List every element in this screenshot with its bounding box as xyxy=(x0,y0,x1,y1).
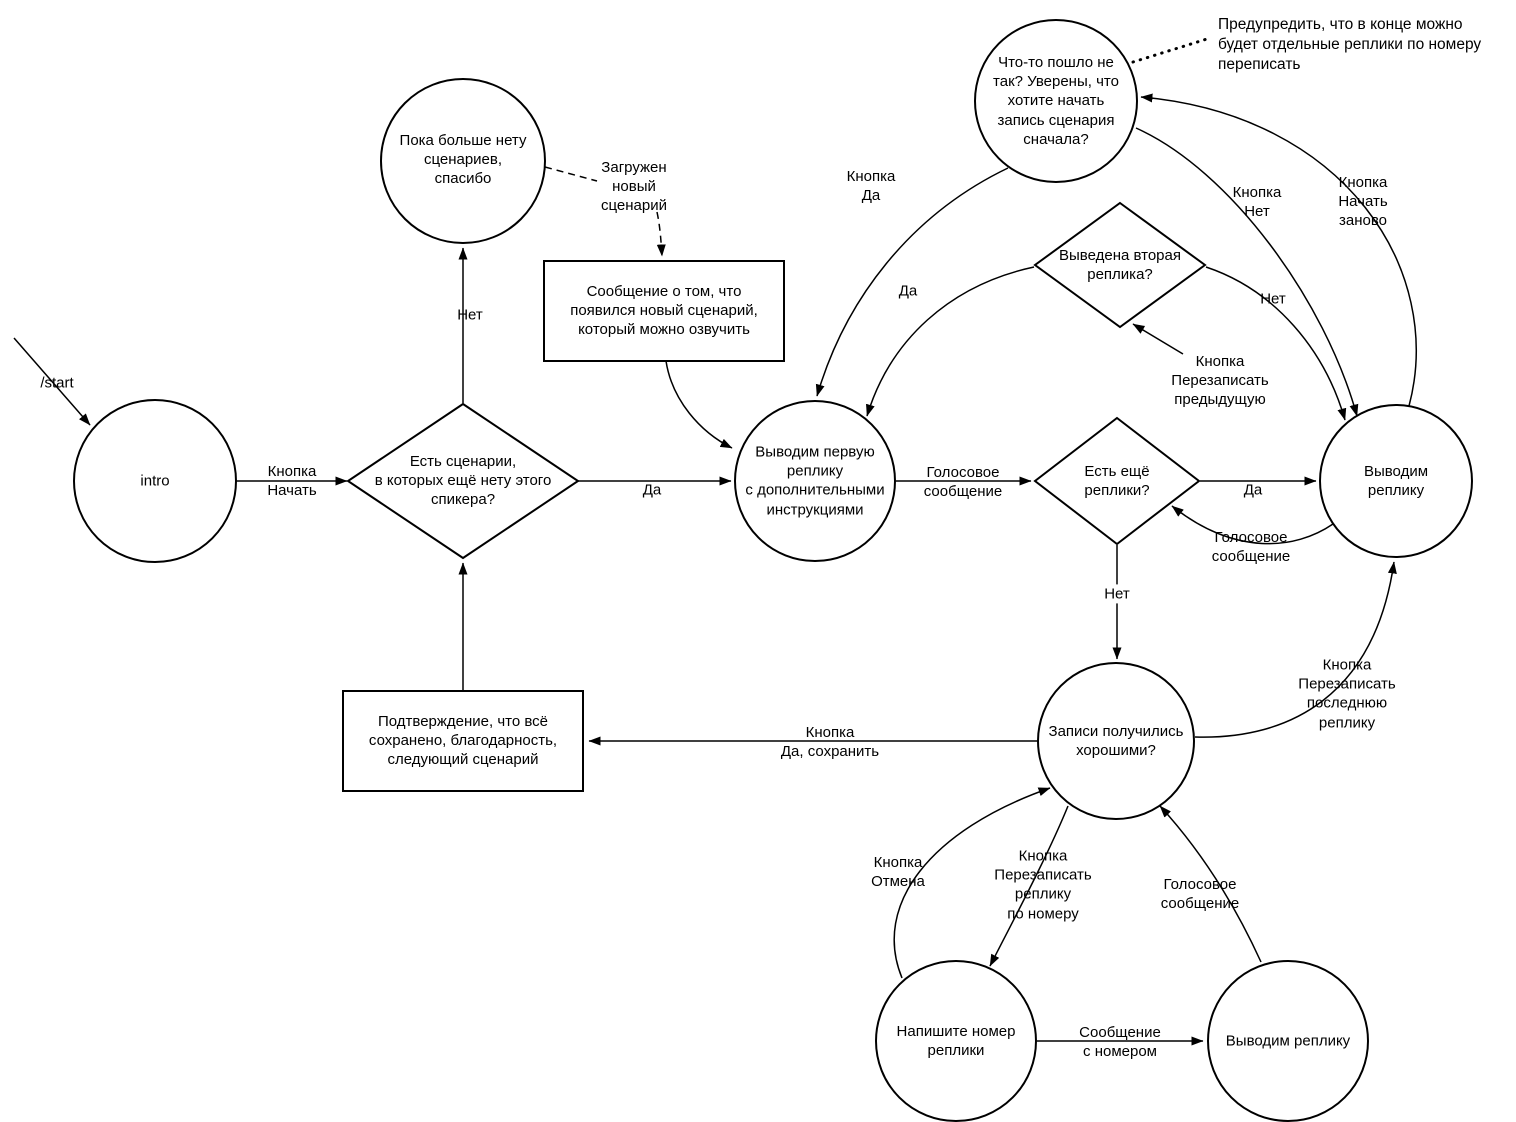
edge-label-no-second: Нет xyxy=(1260,290,1286,308)
node-write-number-shape xyxy=(875,960,1037,1122)
edge-label-button-start: Кнопка Начать xyxy=(267,462,317,499)
node-new-scenario-message-shape xyxy=(543,260,785,362)
edge-start xyxy=(13,337,91,426)
edge-warn-dotted xyxy=(1131,37,1209,64)
node-has-scenarios-label: Есть сценарии, в которых ещё нету этого … xyxy=(374,453,552,509)
node-write-number-label: Напишите номер реплики xyxy=(896,1022,1016,1059)
edge-rerecord-last xyxy=(1194,561,1397,738)
node-no-more-scenarios-shape xyxy=(380,78,546,244)
edge-label-button-no: Кнопка Нет xyxy=(1232,183,1282,220)
node-confirmation-label: Подтверждение, что всё сохранено, благод… xyxy=(368,713,558,769)
node-something-wrong-shape xyxy=(974,19,1138,183)
edge-output-line-voice-return xyxy=(1171,505,1334,545)
node-confirmation-shape xyxy=(342,690,584,792)
edge-label-no-more: Нет xyxy=(1101,584,1133,604)
edge-label-voice-message-2: Голосовое сообщение xyxy=(1211,528,1291,565)
edge-label-button-save: Кнопка Да, сохранить xyxy=(780,723,880,760)
edge-label-voice-message-1: Голосовое сообщение xyxy=(923,463,1003,500)
edge-voice-bottom xyxy=(1159,805,1262,963)
node-second-line-shown-shape xyxy=(1033,201,1207,329)
edge-label-warn-note: Предупредить, что в конце можно будет от… xyxy=(1218,16,1482,73)
edge-label-new-scenario-loaded: Загружен новый сценарий xyxy=(601,159,667,215)
edge-label-start: /start xyxy=(40,374,74,392)
edge-label-yes-more: Да xyxy=(1243,481,1263,499)
node-second-line-shown-label: Выведена вторая реплика? xyxy=(1059,246,1181,283)
edge-rerecord-by-number xyxy=(989,805,1069,967)
node-intro-shape xyxy=(73,399,237,563)
node-more-lines-label: Есть ещё реплики? xyxy=(1084,462,1150,499)
edge-label-voice-message-3: Голосовое сообщение xyxy=(1160,875,1240,912)
edge-restart xyxy=(1140,93,1417,407)
edge-label-button-cancel: Кнопка Отмена xyxy=(871,853,925,890)
edge-label-button-rerecord-prev: Кнопка Перезаписать предыдущую xyxy=(1171,353,1269,409)
node-has-scenarios-shape xyxy=(346,402,580,560)
node-something-wrong-label: Что-то пошло не так? Уверены, что хотите… xyxy=(993,54,1119,148)
edge-label-message-with-number: Сообщение с номером xyxy=(1079,1023,1161,1060)
node-records-good-label: Записи получились хорошими? xyxy=(1048,722,1184,759)
edge-second-line-yes xyxy=(866,266,1035,417)
node-output-line-bottom-label: Выводим реплику xyxy=(1225,1032,1351,1050)
edge-label-yes-main: Да xyxy=(642,481,662,499)
edge-label-yes-second: Да xyxy=(898,282,918,300)
edge-new-scenario-dashed-1 xyxy=(544,166,598,182)
node-output-line-shape xyxy=(1319,404,1473,558)
edge-label-button-restart: Кнопка Начать заново xyxy=(1338,174,1388,230)
edge-label-no-top: Нет xyxy=(457,306,483,324)
edge-rerecord-prev xyxy=(1132,323,1184,355)
edge-something-wrong-no xyxy=(1135,127,1359,417)
edge-label-button-rerecord-last: Кнопка Перезаписать последнюю реплику xyxy=(1298,656,1396,732)
edge-label-button-yes: Кнопка Да xyxy=(846,167,896,204)
edge-something-wrong-yes xyxy=(815,167,1009,397)
edge-label-button-rerecord-by-number: Кнопка Перезаписать реплику по номеру xyxy=(994,847,1092,923)
node-intro-label: intro xyxy=(140,472,170,490)
edge-new-scenario-dashed-2 xyxy=(656,211,666,257)
node-output-line-bottom-shape xyxy=(1207,960,1369,1122)
edge-cancel xyxy=(893,787,1051,979)
node-records-good-shape xyxy=(1037,662,1195,820)
node-more-lines-shape xyxy=(1033,416,1201,546)
edge-second-line-no xyxy=(1205,266,1347,421)
node-first-line-label: Выводим первую реплику с дополнительными… xyxy=(745,443,885,519)
node-new-scenario-message-label: Сообщение о том, что появился новый сцен… xyxy=(570,283,758,339)
node-output-line-label: Выводим реплику xyxy=(1363,462,1429,499)
node-no-more-scenarios-label: Пока больше нету сценариев, спасибо xyxy=(399,132,527,188)
edge-message-to-first-line xyxy=(665,360,733,449)
node-first-line-shape xyxy=(734,400,896,562)
